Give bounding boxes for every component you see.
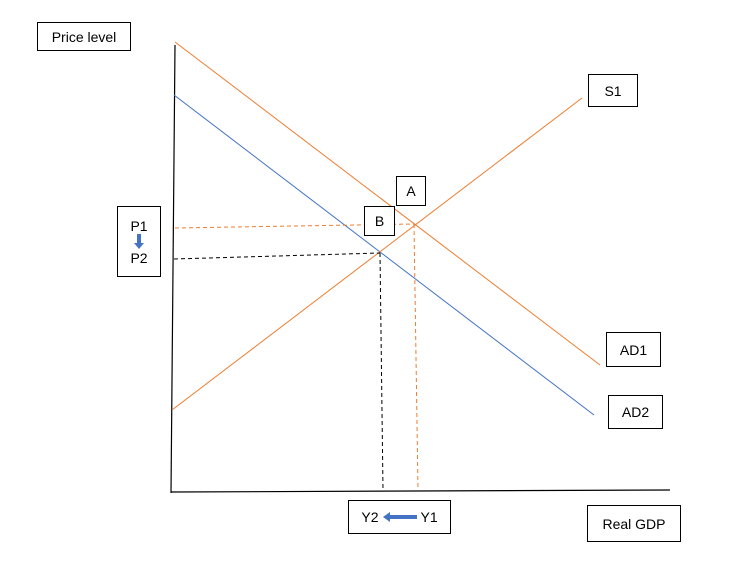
price-levels-box: P1 P2 [117,206,161,277]
s1-curve [171,97,583,411]
x-axis [170,489,671,493]
point-a-label: A [396,176,426,206]
y2-guide [379,252,384,491]
output-levels-box: Y2 Y1 [348,500,451,534]
y2-label: Y2 [361,509,379,525]
ad1-label: AD1 [606,332,661,367]
down-arrow-icon [134,233,144,249]
left-arrow-icon [382,512,417,522]
p2-guide [173,252,381,260]
x-axis-label: Real GDP [587,505,681,542]
y-axis [170,44,176,494]
p1-label: P1 [130,217,148,234]
y-axis-label: Price level [37,22,131,51]
p2-label: P2 [130,249,148,266]
ad2-curve [173,94,595,416]
point-b-label: B [364,206,395,236]
ad2-label: AD2 [608,395,663,429]
s1-label: S1 [588,74,638,107]
y1-guide [413,223,419,491]
y1-label: Y1 [420,509,438,525]
ad1-curve [174,41,601,366]
